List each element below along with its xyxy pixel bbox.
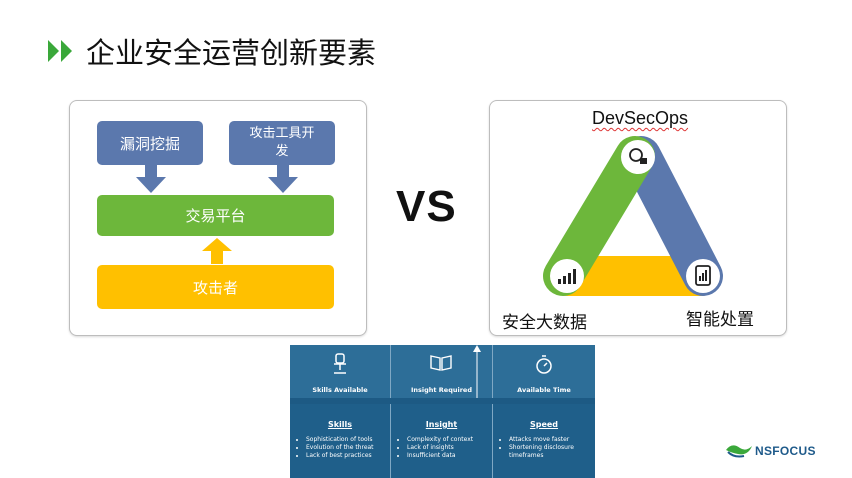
- list-item: Sophistication of tools: [306, 436, 390, 444]
- arrow-up-icon: [473, 345, 481, 398]
- book-icon: [430, 355, 452, 371]
- big-data-label: 安全大数据: [502, 313, 587, 333]
- double-chevron-icon: [48, 40, 72, 62]
- nsfocus-logo-icon: [726, 445, 752, 458]
- list-item: Complexity of context: [407, 436, 492, 444]
- nsfocus-logo-text: NSFOCUS: [755, 444, 816, 458]
- arrow-up-icon: [202, 238, 232, 264]
- intelligent-response-label: 智能处置: [686, 310, 754, 330]
- devsecops-label: DevSecOps: [592, 108, 689, 128]
- arrow-down-icon: [268, 165, 298, 193]
- trading-platform-box: 交易平台: [97, 195, 334, 236]
- column-skills: Skills Sophistication of tools Evolution…: [290, 404, 391, 478]
- devsecops-node: [621, 140, 655, 174]
- header-insight-label: Insight Required: [411, 386, 472, 394]
- slide-title: 企业安全运营创新要素: [86, 36, 377, 70]
- column-insight: Insight Complexity of context Lack of in…: [391, 404, 493, 478]
- challenges-table: Skills Available Insight Required Availa…: [290, 345, 595, 478]
- vuln-mining-box: 漏洞挖掘: [97, 121, 203, 165]
- column-speed-title: Speed: [529, 420, 559, 429]
- header-time-label: Available Time: [517, 386, 571, 394]
- devsecops-triangle: [543, 136, 723, 296]
- list-item: Lack of insights: [407, 444, 492, 452]
- list-item: Lack of best practices: [306, 452, 390, 460]
- attacker-box: 攻击者: [97, 265, 334, 309]
- list-item: Shortening disclosure timeframes: [509, 444, 595, 460]
- devsecops-band: [543, 136, 655, 296]
- list-item: Attacks move faster: [509, 436, 595, 444]
- header-skills-label: Skills Available: [312, 386, 368, 394]
- header-time: Available Time: [493, 345, 595, 398]
- stopwatch-icon: [536, 355, 552, 374]
- header-skills: Skills Available: [290, 345, 391, 398]
- list-item: Evolution of the threat: [306, 444, 390, 452]
- column-skills-title: Skills: [327, 420, 353, 429]
- arrow-down-icon: [136, 165, 166, 193]
- attack-tools-label: 攻击工具开发: [249, 126, 315, 159]
- vs-label: VS: [396, 182, 457, 231]
- column-speed: Speed Attacks move faster Shortening dis…: [493, 404, 595, 478]
- list-item: Insufficient data: [407, 452, 492, 460]
- chair-icon: [334, 353, 346, 374]
- intelligent-response-band: [621, 136, 723, 296]
- header-insight: Insight Required: [391, 345, 493, 398]
- column-insight-title: Insight: [425, 420, 458, 429]
- big-data-node: [550, 259, 584, 293]
- attack-tools-box: 攻击工具开发: [229, 121, 335, 165]
- ai-response-node: [686, 259, 720, 293]
